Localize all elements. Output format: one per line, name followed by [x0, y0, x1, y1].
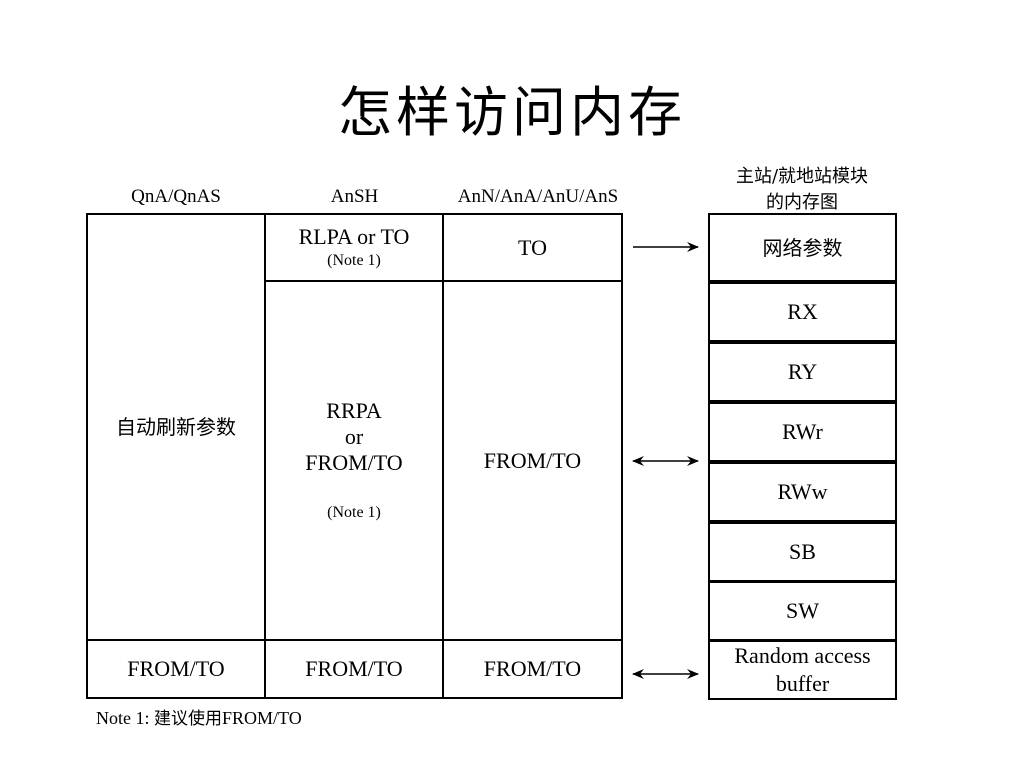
ann-top-label: TO — [518, 235, 547, 260]
ansh-middle-line3: FROM/TO — [305, 449, 403, 475]
memory-ry-box: RY — [708, 342, 897, 402]
ann-fromto-box: FROM/TO — [442, 639, 623, 699]
memory-network-params-box: 网络参数 — [708, 213, 897, 282]
header-qna: QnA/QnAS — [131, 186, 221, 207]
ansh-top-label: RLPA or TO — [298, 223, 410, 249]
ansh-fromto-box: FROM/TO — [264, 639, 444, 699]
page-title: 怎样访问内存 — [338, 81, 686, 144]
memory-ry-label: RY — [787, 359, 818, 384]
header-ansh: AnSH — [330, 186, 379, 207]
memory-random-access-line1: Random access — [734, 643, 871, 668]
ansh-fromto-label: FROM/TO — [305, 656, 403, 681]
footnote-text: 建议使用 — [154, 709, 222, 729]
ansh-middle-line1: RRPA — [326, 397, 382, 423]
memory-rwr-label: RWr — [782, 419, 823, 444]
ann-middle-box: FROM/TO — [442, 280, 623, 641]
ansh-middle-note: (Note 1) — [327, 503, 381, 521]
footnote-suffix: FROM/TO — [222, 708, 302, 728]
ansh-middle-line2: or — [344, 423, 364, 449]
memory-random-access-box: Random access buffer — [708, 640, 897, 700]
footnote: Note 1: 建议使用FROM/TO — [96, 706, 302, 731]
header-memory-map: 主站/就地站模块 的内存图 — [700, 164, 904, 216]
qna-refresh-label: 自动刷新参数 — [116, 415, 236, 439]
memory-sw-label: SW — [786, 598, 819, 623]
header-memory-map-line2: 的内存图 — [766, 192, 838, 213]
memory-rww-box: RWw — [708, 462, 897, 522]
memory-rx-box: RX — [708, 282, 897, 342]
memory-network-params-label: 网络参数 — [762, 235, 843, 260]
ansh-top-note: (Note 1) — [327, 251, 381, 269]
header-memory-map-line1: 主站/就地站模块 — [735, 166, 869, 187]
memory-sb-label: SB — [789, 539, 816, 564]
ann-middle-label: FROM/TO — [483, 447, 582, 473]
ann-fromto-label: FROM/TO — [483, 656, 582, 681]
memory-rx-label: RX — [787, 299, 818, 324]
memory-random-access-line2: buffer — [775, 671, 830, 696]
ansh-top-box: RLPA or TO (Note 1) — [264, 213, 444, 282]
memory-rww-label: RWw — [777, 479, 828, 504]
memory-rwr-box: RWr — [708, 402, 897, 462]
footnote-prefix: Note 1: — [96, 708, 154, 728]
qna-fromto-label: FROM/TO — [127, 656, 225, 681]
header-ann: AnN/AnA/AnU/AnS — [457, 186, 619, 207]
